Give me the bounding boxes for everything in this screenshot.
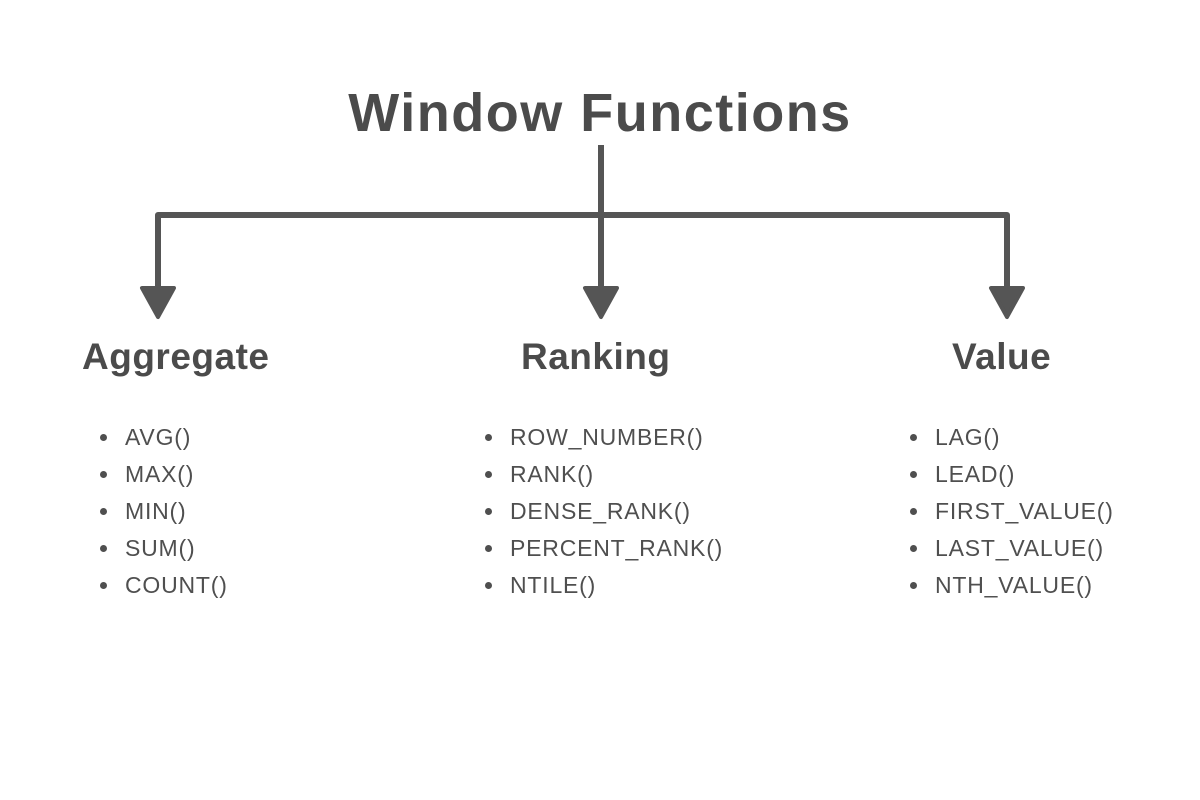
branch-heading-aggregate: Aggregate [82,336,270,377]
bullet-icon [910,545,917,552]
list-item: MIN() [100,493,228,530]
right-arrowhead-icon [989,286,1025,319]
list-item: SUM() [100,530,228,567]
function-name: NTH_VALUE() [935,572,1093,598]
list-item: PERCENT_RANK() [485,530,723,567]
function-name: SUM() [125,535,196,561]
function-name: MIN() [125,498,187,524]
aggregate-function-list: AVG() MAX() MIN() SUM() COUNT() [100,419,228,604]
function-name: RANK() [510,461,595,487]
ranking-function-list: ROW_NUMBER() RANK() DENSE_RANK() PERCENT… [485,419,723,604]
branch-heading-ranking: Ranking [521,336,671,377]
list-item: ROW_NUMBER() [485,419,723,456]
branch-heading-value: Value [952,336,1052,377]
bullet-icon [485,508,492,515]
list-item: MAX() [100,456,228,493]
function-name: COUNT() [125,572,228,598]
function-name: DENSE_RANK() [510,498,691,524]
function-name: FIRST_VALUE() [935,498,1114,524]
list-item: AVG() [100,419,228,456]
function-name: NTILE() [510,572,597,598]
list-item: COUNT() [100,567,228,604]
list-item: LAST_VALUE() [910,530,1114,567]
bullet-icon [100,434,107,441]
list-item: RANK() [485,456,723,493]
bullet-icon [485,434,492,441]
left-arrowhead-icon [140,286,176,319]
list-item: DENSE_RANK() [485,493,723,530]
list-item: LEAD() [910,456,1114,493]
bullet-icon [910,582,917,589]
diagram-title: Window Functions [348,83,852,143]
bullet-icon [485,582,492,589]
bullet-icon [485,545,492,552]
bullet-icon [100,545,107,552]
bullet-icon [910,434,917,441]
function-name: MAX() [125,461,195,487]
value-function-list: LAG() LEAD() FIRST_VALUE() LAST_VALUE() … [910,419,1114,604]
bullet-icon [910,471,917,478]
function-name: AVG() [125,424,192,450]
list-item: NTH_VALUE() [910,567,1114,604]
list-item: FIRST_VALUE() [910,493,1114,530]
bullet-icon [100,508,107,515]
bullet-icon [100,471,107,478]
function-name: PERCENT_RANK() [510,535,724,561]
list-item: LAG() [910,419,1114,456]
function-name: LAST_VALUE() [935,535,1104,561]
function-name: LEAD() [935,461,1016,487]
branch-rail-line [155,212,1010,290]
bullet-icon [100,582,107,589]
function-name: ROW_NUMBER() [510,424,704,450]
bullet-icon [910,508,917,515]
function-name: LAG() [935,424,1001,450]
center-arrowhead-icon [583,286,619,319]
bullet-icon [485,471,492,478]
list-item: NTILE() [485,567,723,604]
